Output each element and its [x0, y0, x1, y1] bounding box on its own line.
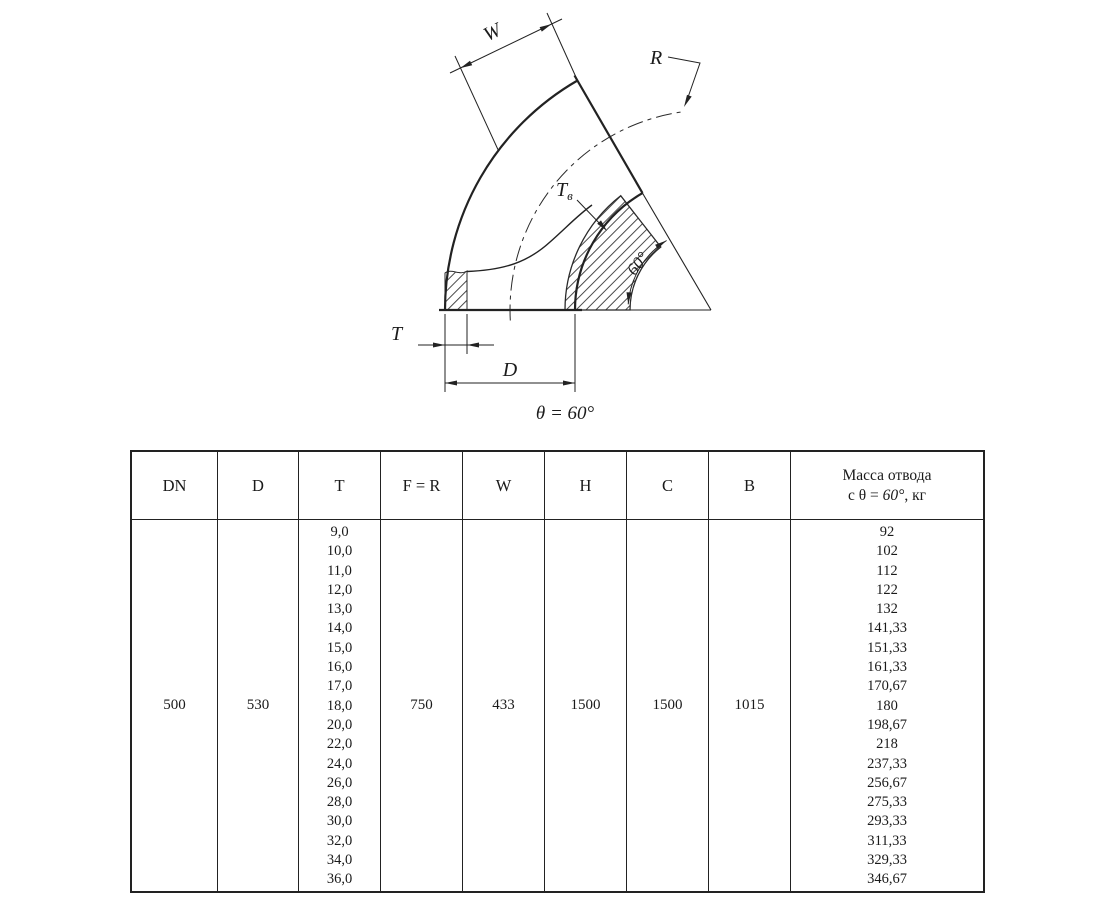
cell-line: 112	[876, 562, 898, 579]
header-t: T	[299, 452, 380, 520]
header-mass-line1: Масса отвода	[842, 466, 932, 484]
w-extension-line-right	[546, 12, 578, 81]
cell-line: 161,33	[867, 659, 907, 676]
centerline-arc	[509, 111, 683, 321]
cell-line: 22,0	[326, 736, 353, 753]
cell-line: 198,67	[867, 716, 907, 733]
slanted-face-line	[573, 74, 644, 194]
cell-line: 13,0	[326, 601, 353, 618]
cell-line: 170,67	[867, 678, 907, 695]
cell-line: 15,0	[326, 639, 353, 656]
d-dimension-label: D	[502, 359, 518, 381]
cell-line: 30,0	[326, 813, 353, 830]
tv-dimension-label: Тв	[556, 179, 573, 203]
cell-line: 132	[876, 601, 898, 618]
w-arrow-left	[460, 60, 473, 69]
cell-b: 1015	[734, 697, 765, 713]
cell-f-r: 750	[410, 697, 433, 713]
cell-line: 36,0	[326, 871, 353, 888]
bore-break-line	[466, 204, 593, 273]
t-arrow-left	[433, 342, 445, 348]
header-w: W	[463, 452, 544, 520]
angle-arrow-bottom	[626, 292, 632, 305]
header-b: B	[709, 452, 790, 520]
cell-line: 102	[876, 543, 898, 560]
cell-line: 151,33	[867, 639, 907, 656]
cell-line: 275,33	[867, 794, 907, 811]
cell-t-values: 9,0 10,0 11,0 12,0 13,0 14,0 15,0 16,0 17,0 18,0 2…	[299, 520, 380, 891]
d-arrow-left	[445, 380, 457, 386]
inner-arc	[573, 192, 644, 311]
cell-line: 293,33	[867, 813, 907, 830]
w-extension-line-left	[454, 55, 499, 151]
slanted-face-extension	[642, 192, 712, 311]
elbow-drawing-svg: W R Тв 60° T D θ = 60°	[391, 12, 712, 424]
cell-dn: 500	[163, 697, 186, 713]
cell-line: 24,0	[326, 755, 353, 772]
elbow-drawing: W R Тв 60° T D θ = 60°	[0, 0, 1100, 445]
inner-wall-section	[564, 194, 662, 311]
column-c: C 1500	[627, 452, 709, 891]
cell-line: 11,0	[327, 562, 352, 579]
left-wall-section	[444, 270, 468, 311]
cell-line: 329,33	[867, 852, 907, 869]
cell-line: 18,0	[326, 697, 353, 714]
cell-line: 311,33	[867, 832, 907, 849]
cell-line: 122	[876, 581, 898, 598]
column-d: D 530	[218, 452, 299, 891]
cell-h: 1500	[570, 697, 601, 713]
r-leader-line	[667, 56, 701, 104]
header-mass-line2: с θ = 60°, кг	[847, 486, 926, 504]
header-dn: DN	[132, 452, 217, 520]
column-t: T 9,0 10,0 11,0 12,0 13,0 14,0 15,0 16,0 17,0 18,…	[299, 452, 381, 891]
cell-d: 530	[246, 697, 270, 713]
cell-line: 237,33	[867, 755, 907, 772]
t-arrow-right	[467, 342, 479, 348]
cell-w: 433	[492, 697, 515, 713]
header-d: D	[218, 452, 298, 520]
cell-line: 28,0	[326, 794, 353, 811]
column-dn: DN 500	[132, 452, 218, 891]
cell-line: 20,0	[326, 716, 353, 733]
r-dimension-label: R	[649, 47, 662, 69]
cell-line: 9,0	[330, 524, 349, 540]
column-mass: Масса отвода с θ = 60°, кг 92 102 112 122 13…	[791, 452, 983, 891]
cell-line: 256,67	[867, 774, 907, 791]
cell-mass-values: 92 102 112 122 132 141,33 151,33 161,33 170,67 18…	[791, 520, 983, 891]
drawing-caption: θ = 60°	[536, 403, 595, 424]
w-dimension-label: W	[480, 18, 507, 46]
t-dimension-label: T	[391, 323, 404, 345]
cell-line: 17,0	[326, 678, 353, 695]
angle-arrow-top	[655, 240, 667, 249]
column-b: B 1015	[709, 452, 791, 891]
cell-line: 16,0	[326, 659, 353, 676]
cell-line: 92	[879, 524, 895, 540]
cell-line: 180	[876, 697, 898, 714]
column-h: H 1500	[545, 452, 627, 891]
header-c: C	[627, 452, 708, 520]
w-arrow-right	[539, 24, 552, 32]
cell-line: 34,0	[326, 852, 353, 869]
cell-line: 26,0	[326, 774, 353, 791]
cell-line: 32,0	[326, 832, 353, 849]
column-w: W 433	[463, 452, 545, 891]
cell-line: 14,0	[326, 620, 353, 637]
cell-line: 10,0	[326, 543, 353, 560]
column-f-r: F = R 750	[381, 452, 463, 891]
cell-line: 12,0	[326, 581, 353, 598]
tv-arrow	[597, 220, 607, 231]
header-mass: Масса отвода с θ = 60°, кг	[791, 452, 983, 520]
cell-line: 346,67	[867, 871, 907, 888]
d-arrow-right	[563, 380, 575, 386]
r-arrow	[684, 94, 692, 107]
outer-arc	[443, 79, 579, 311]
header-f-r: F = R	[381, 452, 462, 520]
cell-line: 218	[876, 736, 898, 753]
header-h: H	[545, 452, 626, 520]
cell-c: 1500	[652, 697, 683, 713]
spec-table: DN 500 D 530 T 9,0 10,0 11,0 12,0 13,0 14,0 15…	[130, 450, 985, 893]
cell-line: 141,33	[867, 620, 907, 637]
